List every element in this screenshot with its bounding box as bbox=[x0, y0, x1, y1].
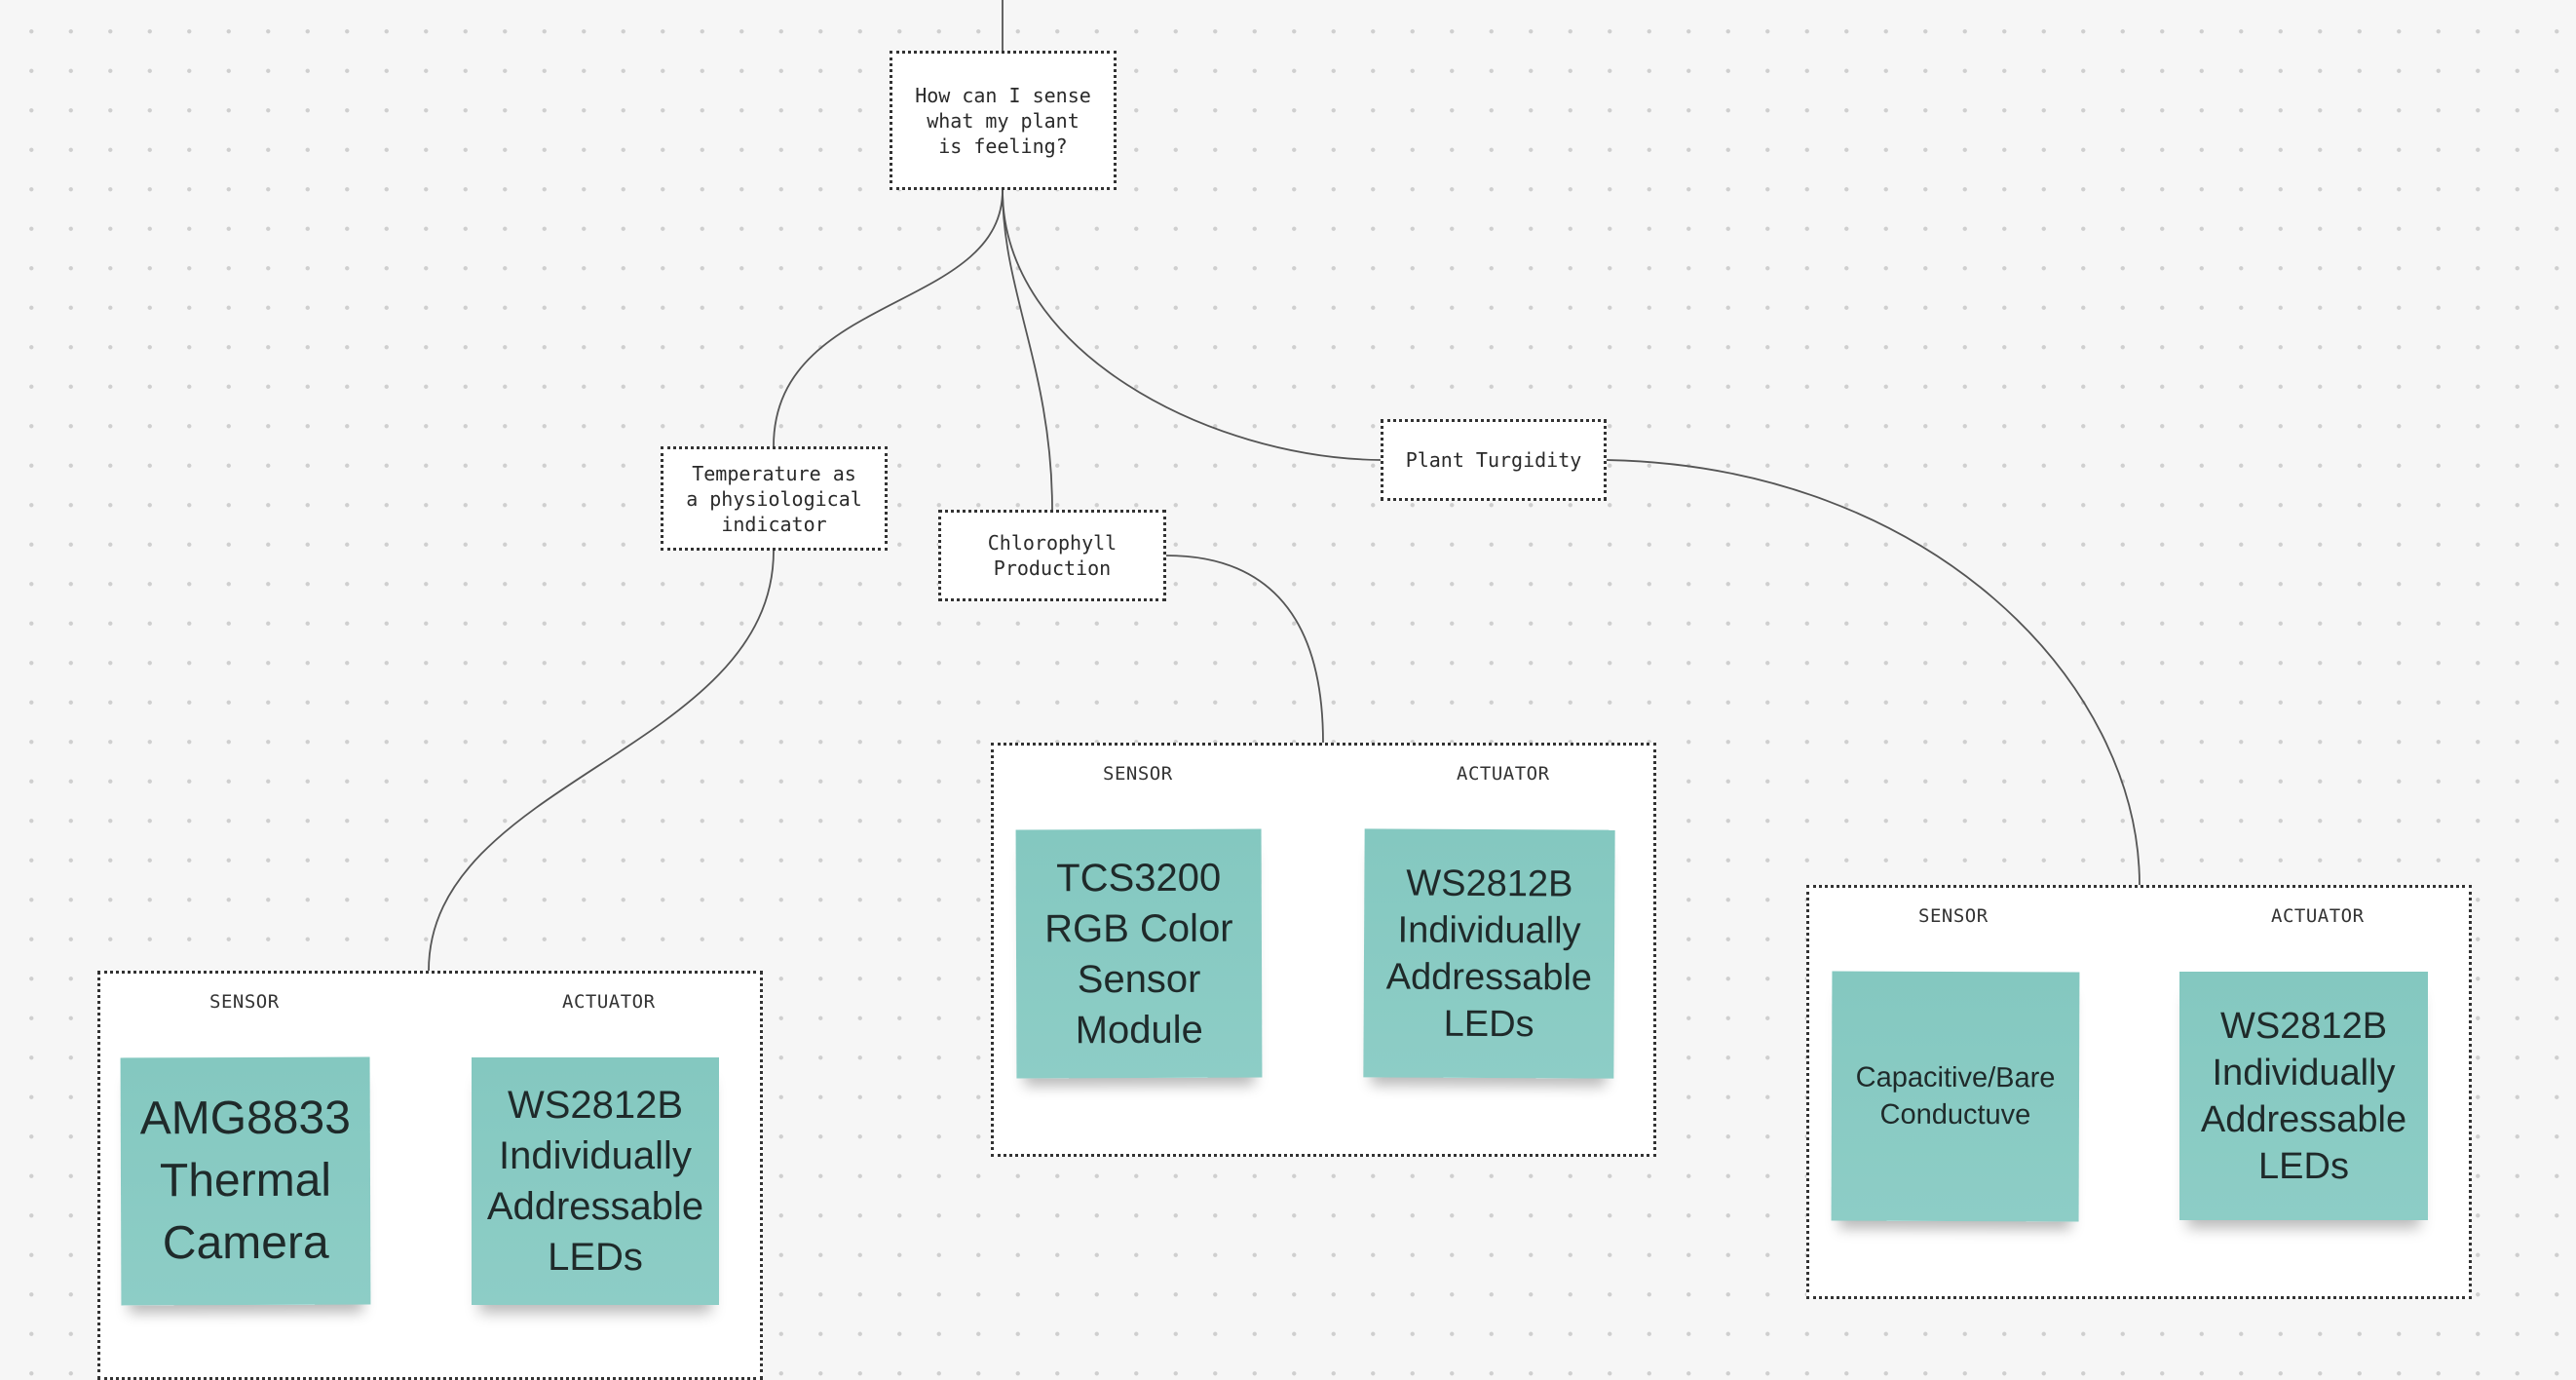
node-chlorophyll[interactable]: Chlorophyll Production bbox=[938, 510, 1166, 601]
connector-root-chlorophyll bbox=[1002, 189, 1053, 511]
node-root-question[interactable]: How can I sense what my plant is feeling… bbox=[890, 51, 1117, 190]
connector-turgidity-group bbox=[1606, 459, 2140, 886]
sticky-ws2812b-turgidity[interactable]: WS2812B Individually Addressable LEDs bbox=[2179, 972, 2428, 1220]
sticky-capacitive[interactable]: Capacitive/Bare Conductuve bbox=[1831, 971, 2080, 1222]
node-temperature[interactable]: Temperature as a physiological indicator bbox=[661, 446, 888, 551]
node-chlorophyll-text: Chlorophyll Production bbox=[987, 531, 1118, 580]
frame-sensor-label: SENSOR bbox=[209, 991, 280, 1013]
sticky-tcs3200-text: TCS3200 RGB Color Sensor Module bbox=[1044, 856, 1233, 1052]
node-turgidity[interactable]: Plant Turgidity bbox=[1381, 419, 1607, 501]
connector-root-temperature bbox=[773, 189, 1004, 447]
sticky-amg8833[interactable]: AMG8833 Thermal Camera bbox=[120, 1056, 371, 1306]
sticky-capacitive-text: Capacitive/Bare Conductuve bbox=[1855, 1061, 2056, 1131]
sticky-amg8833-text: AMG8833 Thermal Camera bbox=[139, 1092, 351, 1270]
frame-sensor-label: SENSOR bbox=[1918, 905, 1989, 927]
sticky-ws2812b-chlorophyll[interactable]: WS2812B Individually Addressable LEDs bbox=[1363, 828, 1615, 1079]
node-root-question-text: How can I sense what my plant is feeling… bbox=[915, 83, 1091, 158]
sticky-tcs3200[interactable]: TCS3200 RGB Color Sensor Module bbox=[1015, 828, 1263, 1079]
sticky-ws2812b-chlorophyll-text: WS2812B Individually Addressable LEDs bbox=[1385, 862, 1593, 1045]
node-turgidity-text: Plant Turgidity bbox=[1405, 448, 1582, 472]
sticky-ws2812b-temperature[interactable]: WS2812B Individually Addressable LEDs bbox=[472, 1057, 719, 1305]
connector-root-turgidity bbox=[1002, 189, 1382, 461]
sticky-ws2812b-turgidity-text: WS2812B Individually Addressable LEDs bbox=[2200, 1005, 2407, 1187]
frame-sensor-label: SENSOR bbox=[1103, 763, 1173, 785]
frame-actuator-label: ACTUATOR bbox=[562, 991, 656, 1013]
frame-actuator-label: ACTUATOR bbox=[1457, 763, 1550, 785]
sticky-ws2812b-temperature-text: WS2812B Individually Addressable LEDs bbox=[486, 1084, 704, 1279]
connector-chlorophyll-group bbox=[1165, 555, 1324, 744]
frame-actuator-label: ACTUATOR bbox=[2271, 905, 2365, 927]
node-temperature-text: Temperature as a physiological indicator bbox=[686, 461, 862, 536]
connector-temperature-group bbox=[428, 550, 775, 972]
